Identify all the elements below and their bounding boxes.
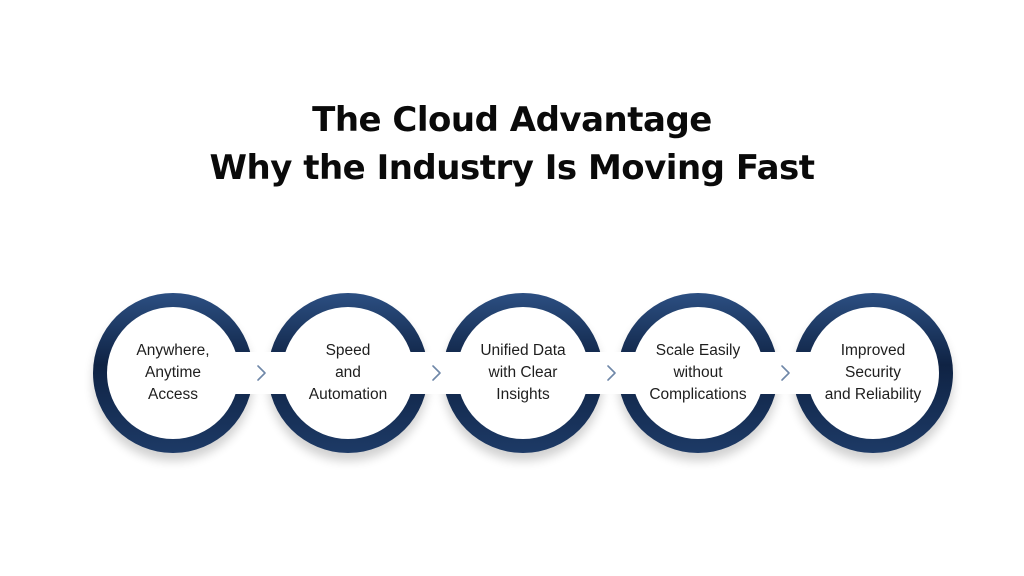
- step-label-line: Access: [148, 386, 198, 403]
- bridge-1-2: [225, 352, 295, 394]
- bridge-2-3: [400, 352, 470, 394]
- step-label-line: Automation: [308, 386, 388, 403]
- step-label-line: Security: [845, 364, 901, 381]
- step-label-2: Speed and Automation: [278, 340, 418, 406]
- step-label-line: and Reliability: [824, 386, 922, 403]
- step-label-4: Scale Easily without Complications: [628, 340, 768, 406]
- page-title-line-1: The Cloud Advantage: [312, 100, 712, 140]
- bridge-4-5: [750, 352, 820, 394]
- chevron-right-icon: [257, 365, 266, 381]
- step-label-line: Insights: [496, 386, 550, 403]
- chevron-right-icon: [432, 365, 441, 381]
- step-label-line: with Clear: [488, 364, 558, 381]
- step-label-line: Complications: [649, 386, 747, 403]
- step-label-line: Anytime: [145, 364, 201, 381]
- step-label-line: Scale Easily: [655, 342, 741, 359]
- step-label-line: without: [673, 364, 723, 381]
- step-disc-3: [457, 307, 589, 439]
- step-disc-4: [632, 307, 764, 439]
- step-disc-1: [107, 307, 239, 439]
- step-disc-2: [282, 307, 414, 439]
- step-label-1: Anywhere, Anytime Access: [103, 340, 243, 406]
- step-label-line: Anywhere,: [136, 342, 210, 359]
- step-disc-5: [807, 307, 939, 439]
- step-label-line: and: [335, 364, 361, 381]
- step-label-3: Unified Data with Clear Insights: [453, 340, 593, 406]
- chevron-right-icon: [607, 365, 616, 381]
- chevron-right-icon: [781, 365, 790, 381]
- step-label-5: Improved Security and Reliability: [803, 340, 943, 406]
- page-title-line-2: Why the Industry Is Moving Fast: [209, 148, 816, 188]
- step-label-line: Speed: [325, 342, 371, 359]
- bridge-3-4: [575, 352, 645, 394]
- step-label-line: Unified Data: [480, 342, 566, 359]
- step-label-line: Improved: [840, 342, 906, 359]
